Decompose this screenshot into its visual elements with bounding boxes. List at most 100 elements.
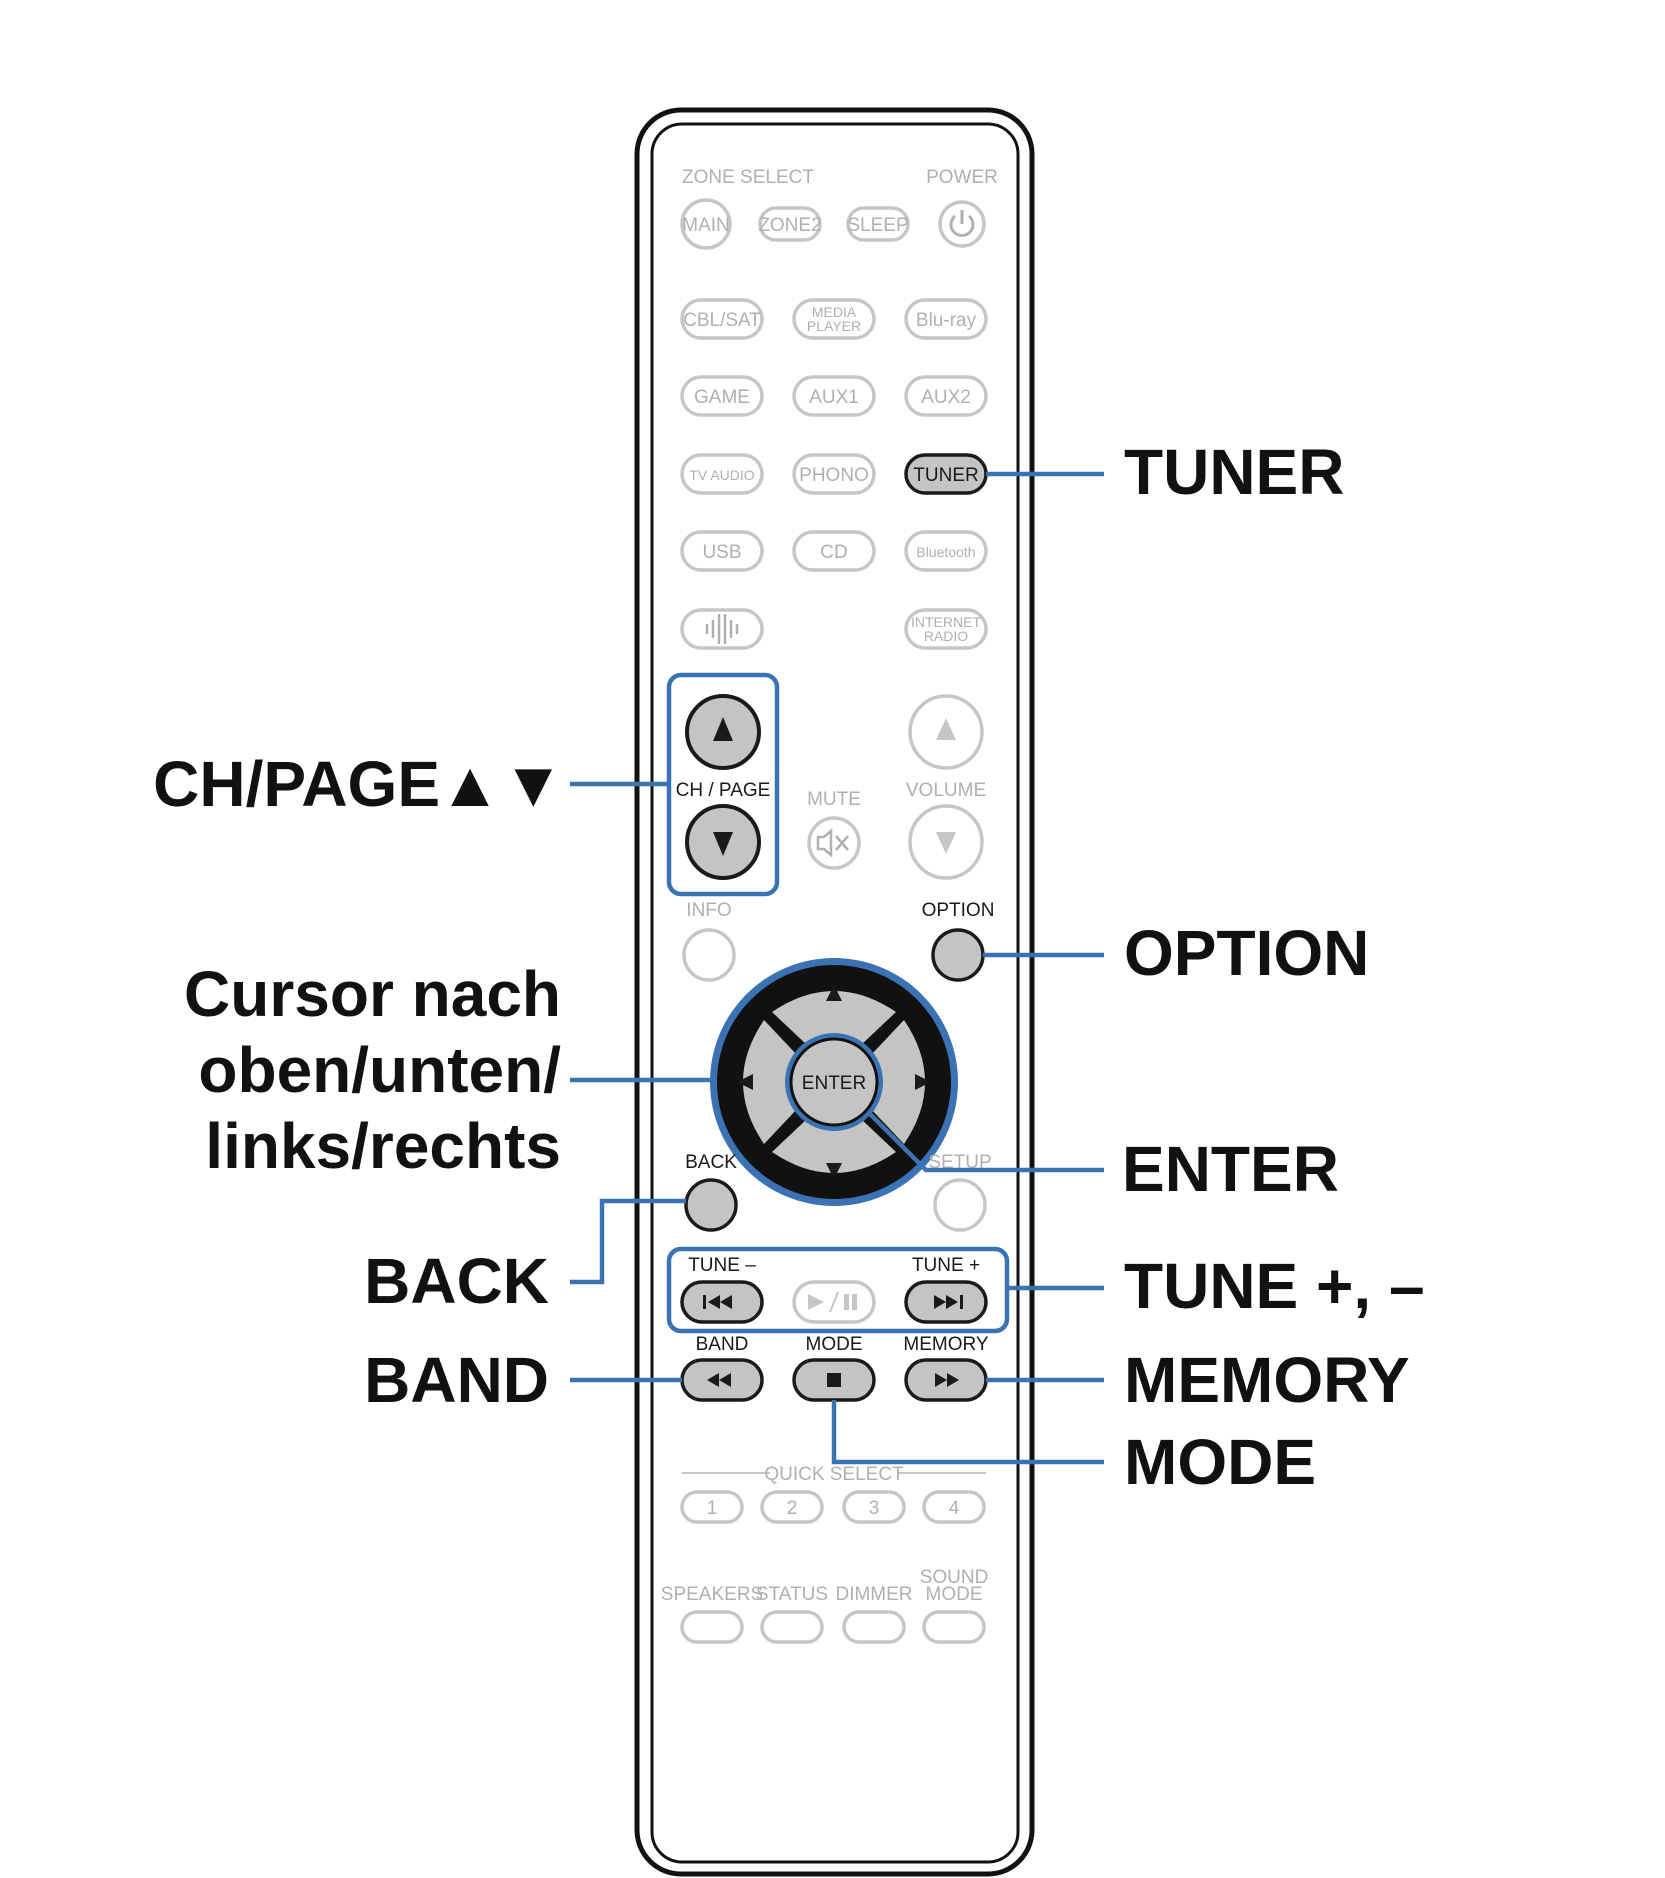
- zone2-button[interactable]: ZONE2: [758, 206, 822, 242]
- bluetooth-label: Bluetooth: [916, 544, 975, 560]
- status-button[interactable]: [760, 1610, 824, 1644]
- quick-select-1-button[interactable]: 1: [680, 1490, 744, 1524]
- aux1-button[interactable]: AUX1: [792, 375, 876, 417]
- tuner-button[interactable]: TUNER: [904, 453, 988, 495]
- callout-option: OPTION: [1124, 917, 1369, 989]
- quick-select-2-button[interactable]: 2: [760, 1490, 824, 1524]
- cd-button[interactable]: CD: [792, 530, 876, 572]
- callout-tune: TUNE +, –: [1124, 1250, 1425, 1322]
- skip-back-icon: [703, 1295, 732, 1309]
- heos-button[interactable]: [680, 608, 764, 650]
- triangle-down-icon: [936, 832, 956, 854]
- memory-button[interactable]: [904, 1358, 988, 1402]
- sound-mode-label-2: MODE: [926, 1584, 983, 1605]
- enter-button[interactable]: [789, 1037, 879, 1127]
- callout-back: BACK: [364, 1245, 549, 1317]
- band-button[interactable]: [680, 1358, 764, 1402]
- skip-forward-icon: [934, 1295, 963, 1309]
- zone-select-label: ZONE SELECT: [682, 167, 814, 188]
- info-button[interactable]: [682, 928, 736, 982]
- speakers-button[interactable]: [680, 1610, 744, 1644]
- heos-icon: [705, 614, 739, 644]
- dimmer-button[interactable]: [842, 1610, 906, 1644]
- leader-mode: [831, 1400, 1104, 1465]
- tune-minus-label: TUNE –: [688, 1255, 756, 1276]
- cursor-down-button[interactable]: [772, 1118, 896, 1173]
- power-icon: [949, 210, 975, 237]
- cbl-sat-label: CBL/SAT: [683, 310, 761, 331]
- mode-button[interactable]: [792, 1358, 876, 1402]
- usb-button[interactable]: USB: [680, 530, 764, 572]
- leader-lines: [570, 471, 1104, 1465]
- quick-4-label: 4: [949, 1498, 960, 1519]
- callout-cursor-line1: Cursor nach: [184, 958, 561, 1030]
- quick-3-label: 3: [869, 1498, 880, 1519]
- tv-audio-button[interactable]: TV AUDIO: [680, 453, 764, 495]
- callout-band: BAND: [364, 1344, 549, 1416]
- cd-label: CD: [820, 542, 847, 563]
- power-label: POWER: [926, 167, 998, 188]
- aux1-label: AUX1: [809, 387, 859, 408]
- callout-ch-page: CH/PAGE: [153, 748, 440, 820]
- cursor-left-button[interactable]: [743, 1020, 798, 1144]
- leader-back: [570, 1198, 686, 1285]
- cursor-up-button[interactable]: [772, 991, 896, 1046]
- quick-select-3-button[interactable]: 3: [842, 1490, 906, 1524]
- media-player-button[interactable]: MEDIA PLAYER: [792, 298, 876, 340]
- internet-radio-label-1: INTERNET: [911, 614, 981, 630]
- fast-forward-icon: [935, 1373, 959, 1387]
- sleep-button[interactable]: SLEEP: [846, 206, 910, 242]
- callout-ch-page-arrows: ▲▼: [438, 748, 565, 820]
- volume-up-button[interactable]: [908, 694, 984, 770]
- cursor-pad: ENTER: [710, 958, 958, 1206]
- triangle-up-icon: [713, 717, 733, 741]
- internet-radio-button[interactable]: INTERNET RADIO: [904, 608, 988, 650]
- sleep-label: SLEEP: [847, 215, 908, 236]
- mode-label: MODE: [806, 1334, 863, 1355]
- quick-2-label: 2: [787, 1498, 798, 1519]
- ch-page-down-button[interactable]: [685, 804, 761, 880]
- status-label: STATUS: [756, 1584, 828, 1605]
- cursor-right-button[interactable]: [870, 1020, 925, 1144]
- ch-page-up-button[interactable]: [685, 694, 761, 770]
- mute-button[interactable]: [807, 816, 861, 870]
- main-button[interactable]: MAIN: [680, 198, 732, 250]
- speakers-label: SPEAKERS: [661, 1584, 763, 1605]
- option-button[interactable]: [931, 928, 985, 982]
- ch-page-label: CH / PAGE: [676, 780, 771, 801]
- phono-button[interactable]: PHONO: [792, 453, 876, 495]
- sound-mode-button[interactable]: [922, 1610, 986, 1644]
- arrow-up-icon: [826, 985, 842, 1001]
- bluetooth-button[interactable]: Bluetooth: [904, 530, 988, 572]
- sound-mode-label-1: SOUND: [920, 1567, 989, 1588]
- tv-audio-label: TV AUDIO: [689, 467, 754, 483]
- quick-1-label: 1: [707, 1498, 718, 1519]
- back-button[interactable]: [684, 1178, 738, 1232]
- play-pause-icon: [808, 1291, 857, 1313]
- arrow-down-icon: [826, 1163, 842, 1179]
- callout-cursor-line2: oben/unten/: [198, 1034, 561, 1106]
- aux2-button[interactable]: AUX2: [904, 375, 988, 417]
- bluray-label: Blu-ray: [916, 310, 977, 331]
- bluray-button[interactable]: Blu-ray: [904, 298, 988, 340]
- band-label: BAND: [696, 1334, 749, 1355]
- leader-enter: [866, 1110, 1104, 1173]
- quick-select-4-button[interactable]: 4: [922, 1490, 986, 1524]
- tune-plus-label: TUNE +: [912, 1255, 980, 1276]
- volume-down-button[interactable]: [908, 804, 984, 880]
- phono-label: PHONO: [799, 465, 869, 486]
- media-player-label-2: PLAYER: [807, 318, 861, 334]
- internet-radio-label-2: RADIO: [924, 628, 968, 644]
- game-button[interactable]: GAME: [680, 375, 764, 417]
- power-button[interactable]: [938, 200, 986, 248]
- mute-icon: [816, 828, 849, 858]
- play-pause-button[interactable]: [792, 1280, 876, 1324]
- quick-select-label: QUICK SELECT: [764, 1464, 904, 1485]
- tune-minus-button[interactable]: [680, 1280, 764, 1324]
- cbl-sat-button[interactable]: CBL/SAT: [680, 298, 764, 340]
- setup-button[interactable]: [933, 1178, 987, 1232]
- game-label: GAME: [694, 387, 750, 408]
- tune-plus-button[interactable]: [904, 1280, 988, 1324]
- triangle-up-icon: [936, 718, 956, 740]
